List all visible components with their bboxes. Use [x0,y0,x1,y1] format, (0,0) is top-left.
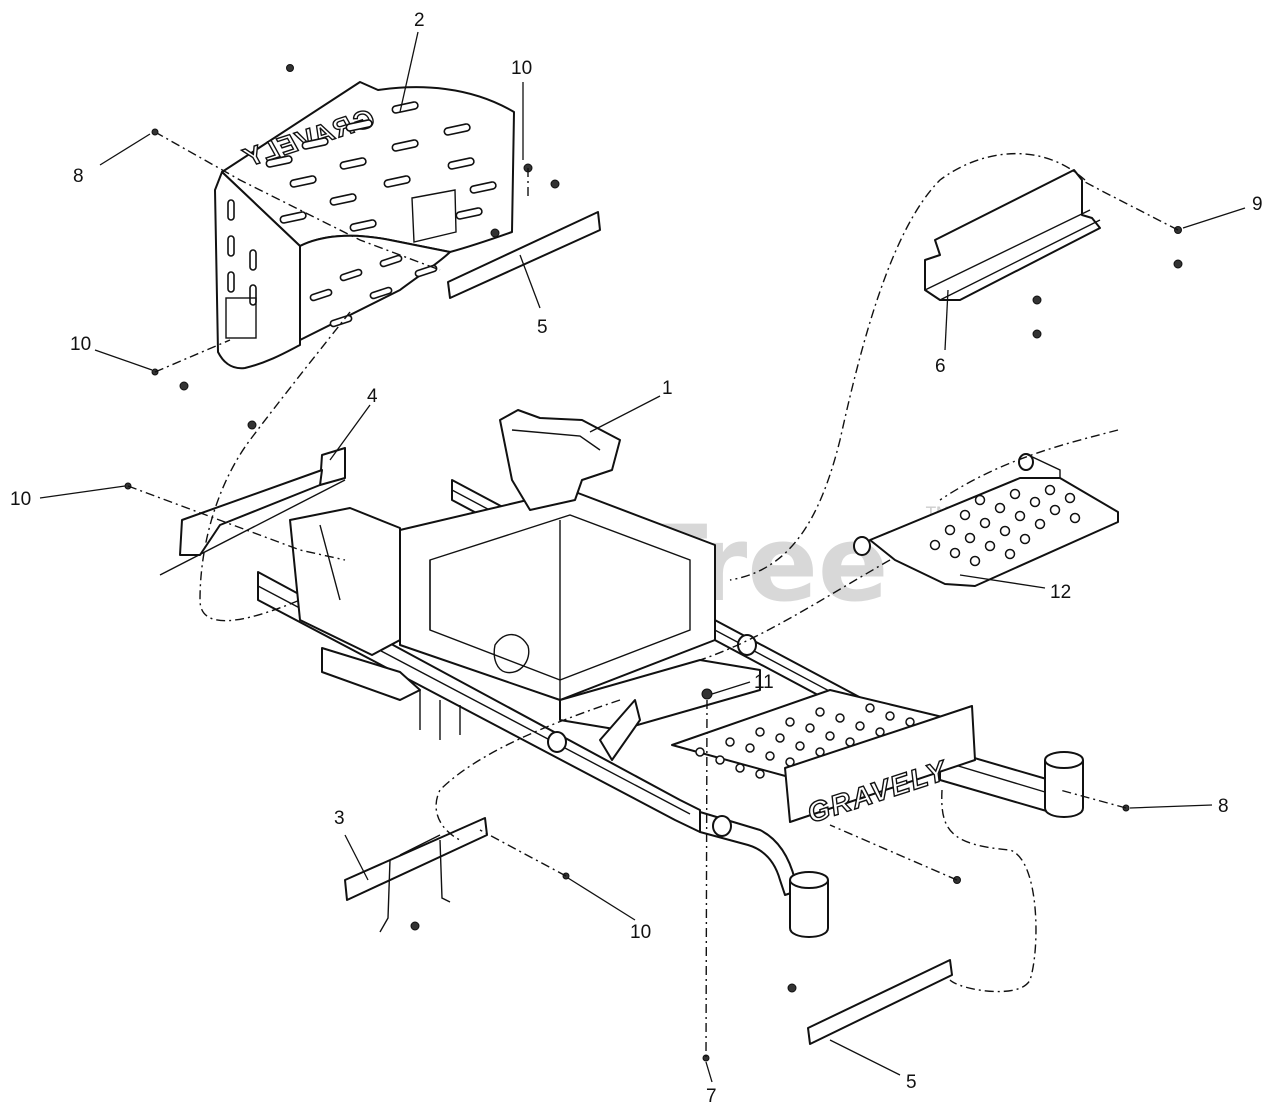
callout-5-top: 5 [537,317,548,338]
bracket-side-part [159,447,346,576]
callout-6: 6 [935,356,946,377]
callout-5-bottom: 5 [906,1072,917,1093]
bracket-angle-part [924,169,1101,301]
callout-4: 4 [367,386,378,407]
callout-12: 12 [1050,582,1071,603]
callout-11: 11 [754,672,774,693]
callout-7: 7 [706,1086,717,1107]
callouts: 2 10 8 5 10 4 10 1 9 6 12 11 3 10 8 7 5 [10,10,1263,1107]
callout-8-left: 8 [73,166,84,187]
callout-10-left: 10 [10,489,31,510]
bracket-bar-top [447,211,601,299]
callout-2: 2 [414,10,425,31]
main-frame-part: GRAVELY [257,409,1084,938]
callout-1: 1 [662,378,673,399]
assembly-lines [127,153,1179,1059]
brake-bracket-part [344,817,488,933]
leader-lines [39,31,1246,1083]
callout-8-right: 8 [1218,796,1229,817]
callout-9: 9 [1252,194,1263,215]
seat-pan-part: GRAVELY [154,81,515,370]
callout-10-bottom: 10 [630,922,651,943]
bracket-bar-bottom [807,959,953,1045]
callout-10-top: 10 [511,58,532,79]
foot-plate-part [853,453,1119,587]
callout-3: 3 [334,808,345,829]
callout-10-midleft: 10 [70,334,91,355]
